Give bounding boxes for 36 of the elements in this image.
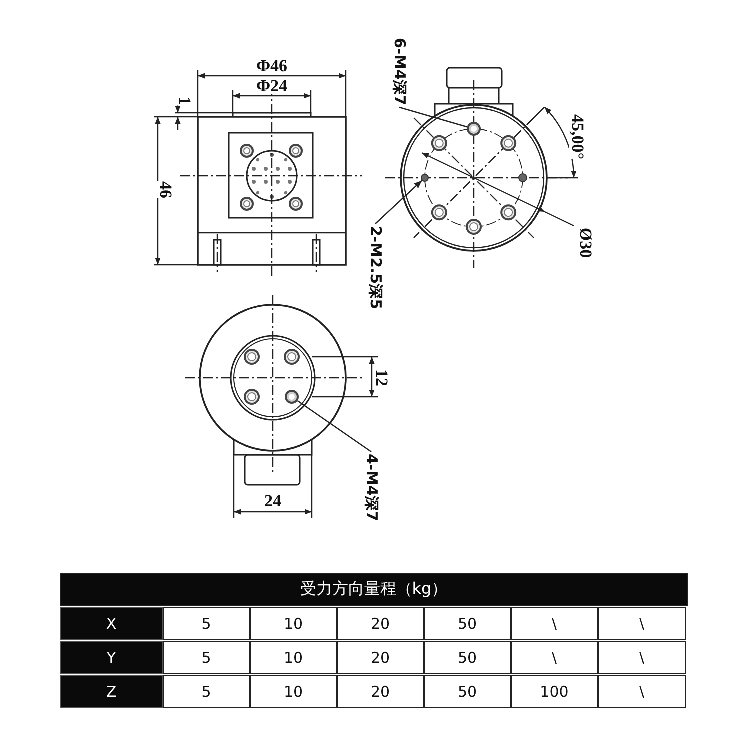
table-cell: \ (511, 641, 598, 674)
table-cell: 10 (250, 607, 337, 640)
dimension-label: 12 (374, 370, 390, 386)
dimension-label: Φ46 (256, 58, 288, 74)
row-header-cell: Z (60, 675, 163, 708)
table-cell: 10 (250, 641, 337, 674)
leader-line (375, 180, 423, 224)
callout-text: 2-M2.5深5 (368, 226, 383, 310)
leader-line (297, 400, 372, 453)
table-cell: 100 (511, 675, 598, 708)
dimension-label: 45,00° (570, 114, 586, 160)
dimension-label: 24 (264, 492, 282, 510)
dimension-label: 1 (176, 96, 194, 106)
table-cell: 10 (250, 675, 337, 708)
callout-text: 6-M4深7 (392, 38, 407, 106)
table-header: 受力方向量程（kg） (60, 573, 688, 606)
table-cell: 50 (424, 607, 511, 640)
table-cell: \ (598, 641, 686, 674)
table-cell: 50 (424, 675, 511, 708)
table-cell: 20 (337, 675, 424, 708)
table-cell: 20 (337, 607, 424, 640)
callout-text: 4-M4深7 (364, 454, 379, 522)
table-cell: \ (598, 607, 686, 640)
dimension-label: Ø30 (578, 228, 594, 258)
dimension-label: Φ24 (256, 78, 288, 94)
row-header-cell: X (60, 607, 163, 640)
table-cell: 5 (163, 607, 250, 640)
table-cell: \ (598, 675, 686, 708)
table-cell: 5 (163, 641, 250, 674)
row-header-cell: Y (60, 641, 163, 674)
table-cell: \ (511, 607, 598, 640)
dimension-label: 46 (158, 182, 174, 198)
table-cell: 50 (424, 641, 511, 674)
table-cell: 20 (337, 641, 424, 674)
table-cell: 5 (163, 675, 250, 708)
leader-line (399, 106, 468, 128)
